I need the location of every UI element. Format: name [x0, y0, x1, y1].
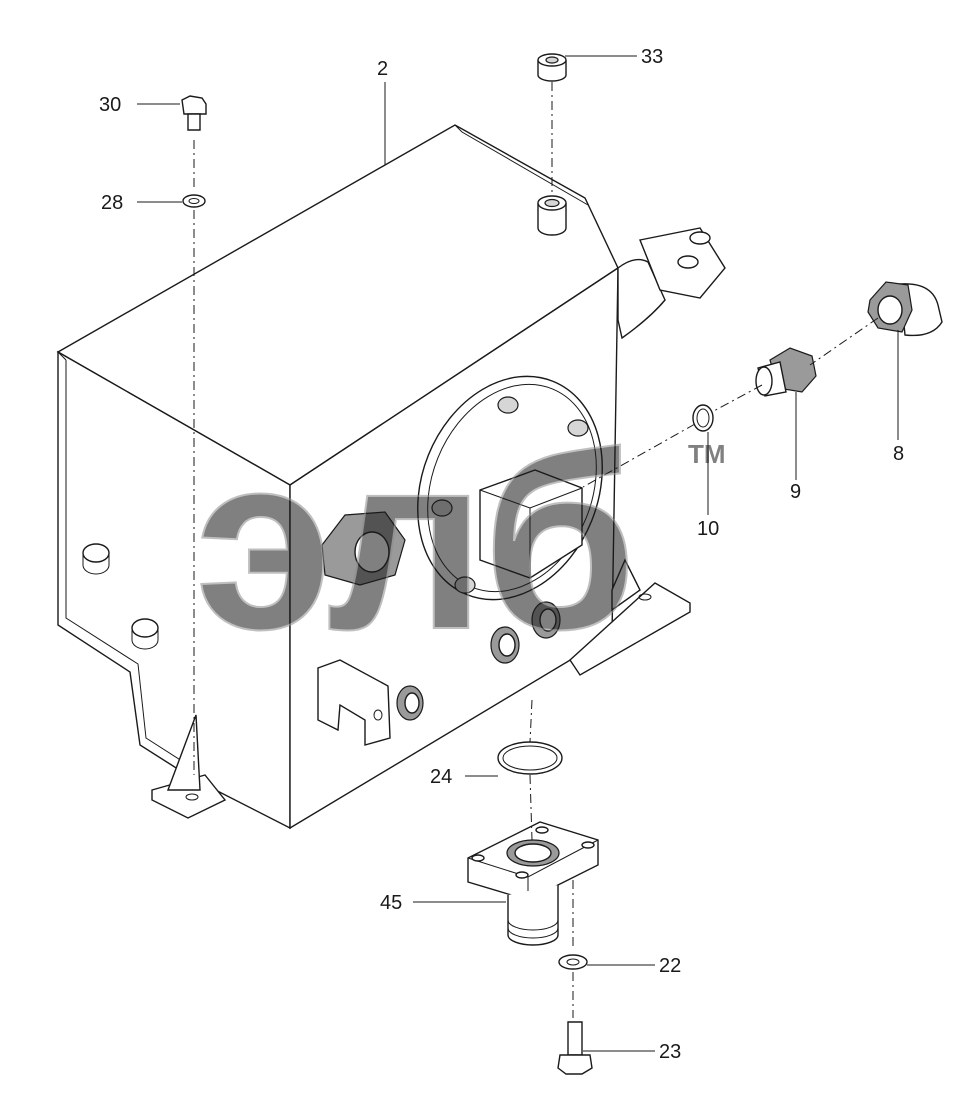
bolt	[497, 396, 519, 414]
u-bracket	[317, 659, 391, 746]
breather-pipe	[617, 227, 726, 340]
bolt	[567, 419, 589, 437]
port	[531, 601, 561, 639]
watermark: элб TM	[194, 401, 726, 682]
callout-33: 33	[641, 46, 663, 68]
callouts: 2 33 30 28 8 9 10 24 45 22 23	[99, 46, 904, 1063]
leader-lines	[137, 55, 899, 1052]
callout-24: 24	[430, 766, 452, 788]
elbow-fitting-8	[867, 281, 943, 337]
plug-33	[537, 53, 567, 82]
callout-22: 22	[659, 955, 681, 977]
bolt	[454, 576, 476, 594]
bolt	[431, 499, 453, 517]
callout-9: 9	[790, 481, 801, 503]
o-ring-10	[692, 404, 714, 432]
filler-boss	[537, 195, 567, 236]
port	[490, 626, 520, 664]
callout-10: 10	[697, 518, 719, 540]
port-nut	[321, 511, 406, 586]
callout-8: 8	[893, 443, 904, 465]
bolt-30	[181, 95, 207, 131]
callout-45: 45	[380, 892, 402, 914]
flange-45	[467, 821, 599, 946]
callout-30: 30	[99, 94, 121, 116]
sensor-block	[479, 469, 583, 579]
watermark-tm: TM	[688, 439, 726, 469]
center-lines	[193, 82, 879, 1018]
stud	[131, 618, 159, 650]
port	[396, 685, 424, 721]
callout-23: 23	[659, 1041, 681, 1063]
watermark-text: элб	[195, 402, 637, 681]
adapter-fitting-9	[755, 347, 817, 397]
washer-22	[558, 954, 588, 970]
stud	[82, 543, 110, 575]
washer-28	[182, 194, 206, 208]
callout-28: 28	[101, 192, 123, 214]
callout-2: 2	[377, 58, 388, 80]
hydraulic-tank	[56, 124, 726, 830]
bolt-23	[557, 1021, 593, 1075]
o-ring-24	[497, 741, 563, 775]
